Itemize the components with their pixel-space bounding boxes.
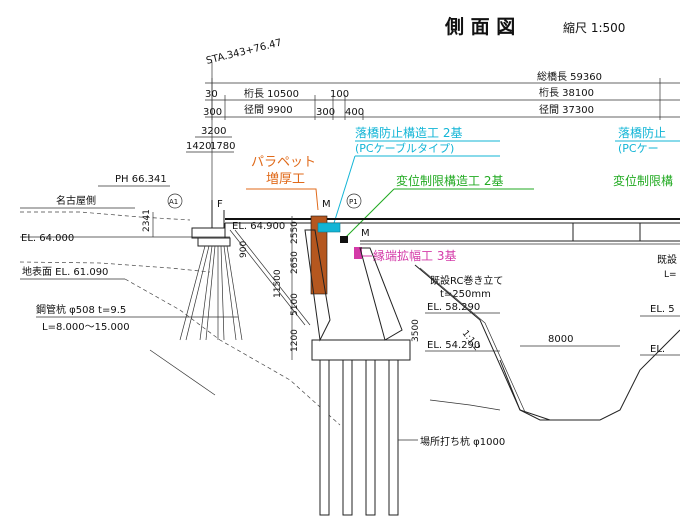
right-el-label: EL. 5: [650, 304, 675, 315]
el-64000: EL. 64.000: [21, 233, 74, 244]
dim-900: 900: [239, 241, 249, 258]
dim-400: 400: [345, 107, 364, 118]
m-label-1: M: [322, 199, 331, 210]
m-label-2: M: [361, 228, 370, 239]
callout-orange-1: パラペット: [251, 155, 316, 170]
el-64900: EL. 64.900: [232, 221, 285, 232]
ground-level-label: 地表面 EL. 61.090: [22, 265, 108, 278]
dim-span-1: 径間 9900: [244, 103, 293, 116]
dim-girder-2: 桁長 38100: [539, 86, 594, 99]
dim-3200: 3200: [201, 126, 226, 137]
callout-green-2: 変位制限構: [613, 173, 673, 188]
right-el2-label: EL.: [650, 344, 665, 355]
existing-rc-label: 既設RC巻き立て: [430, 274, 503, 287]
dim-span-2: 径間 37300: [539, 103, 594, 116]
pier-p1-marker: [346, 193, 362, 209]
el-58290: EL. 58.290: [427, 302, 480, 313]
right-existing-label: 既設: [657, 253, 677, 266]
a1-label: A1: [169, 198, 178, 206]
dim-1420: 1420: [186, 141, 211, 152]
drawing-title: 側 面 図: [444, 16, 515, 38]
el-54290: EL. 54.290: [427, 340, 480, 351]
fall-prevention-device: [317, 222, 341, 233]
right-l-label: L=: [664, 270, 677, 280]
displacement-limiter: [340, 236, 348, 243]
dim-3500: 3500: [411, 319, 421, 342]
steel-pile-label: 鋼管杭 φ508 t=9.5: [36, 303, 126, 316]
steel-pile-length: L=8.000～15.000: [42, 322, 130, 333]
dim-30: 30: [205, 89, 218, 100]
dim-total-length: 総橋長 59360: [537, 70, 602, 83]
callout-magenta-1: 縁端拡幅工 3基: [373, 248, 456, 263]
p1-label: P1: [349, 198, 358, 206]
nagoya-side-label: 名古屋側: [56, 194, 96, 207]
dim-300b: 300: [316, 107, 335, 118]
dim-2341: 2341: [142, 209, 152, 232]
t250-label: t=250mm: [440, 289, 491, 300]
dim-1200: 1200: [290, 329, 300, 352]
station-label: STA.343+76.47: [205, 37, 283, 66]
dim-300a: 300: [203, 107, 222, 118]
drawing-scale: 縮尺 1:500: [563, 20, 625, 35]
dim-girder-1: 桁長 10500: [244, 87, 299, 100]
pier-footing: [311, 339, 411, 361]
callout-cyan-2b: (PCケー: [618, 142, 659, 155]
cast-pile-label: 場所打ち杭 φ1000: [420, 435, 505, 448]
callout-cyan-1: 落橋防止構造工 2基: [355, 125, 462, 140]
dim-8000: 8000: [548, 334, 573, 345]
dim-11500: 11500: [273, 269, 283, 298]
edge-widening: [354, 247, 362, 259]
callout-green-1: 変位制限構造工 2基: [396, 173, 503, 188]
callout-cyan-2: 落橋防止: [618, 125, 666, 140]
abutment-a1-marker: [167, 193, 183, 209]
f-label: F: [217, 199, 223, 210]
dim-5100: 5100: [290, 293, 300, 316]
dim-100: 100: [330, 89, 349, 100]
dim-2550: 2550: [290, 221, 300, 244]
dim-1780: 1780: [210, 141, 235, 152]
dim-2650: 2650: [290, 251, 300, 274]
callout-cyan-1b: (PCケーブルタイプ): [355, 141, 454, 155]
callout-orange-1b: 増厚工: [266, 172, 305, 187]
ph-label: PH 66.341: [115, 174, 167, 185]
